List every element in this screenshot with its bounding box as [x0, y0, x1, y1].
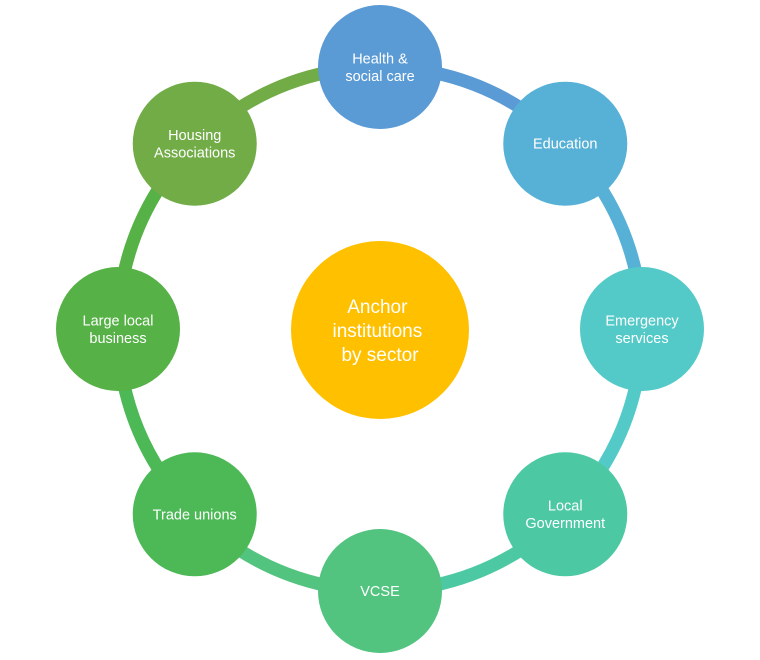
node-label-line: social care [345, 69, 414, 85]
center-node: Anchor institutions by sector [291, 241, 469, 419]
center-label-line-3: by sector [341, 345, 419, 366]
ring-arc-trade-unions [117, 380, 167, 477]
node-education: Education [503, 81, 628, 206]
node-vcse: VCSE [318, 529, 442, 653]
node-circle-vcse [318, 529, 442, 653]
node-label-line: Local [548, 499, 583, 515]
node-label-line: Government [525, 516, 605, 532]
node-circle-local-government [503, 452, 628, 577]
node-label-line: Health & [352, 51, 408, 67]
node-trade-unions: Trade unions [132, 452, 257, 577]
node-label-vcse: VCSE [360, 584, 400, 600]
ring-arc-vcse [232, 542, 329, 592]
node-label-line: Emergency [605, 313, 679, 329]
node-large-local-business: Large local business [56, 267, 180, 391]
node-circle-housing-associations [132, 81, 257, 206]
node-label-line: services [615, 331, 668, 347]
node-label-health-social-care: Health & social care [345, 51, 414, 85]
node-circle-education [503, 81, 628, 206]
ring-arc-health-social-care [431, 66, 528, 116]
node-label-education: Education [533, 137, 598, 153]
center-label-line-1: Anchor [347, 297, 408, 318]
node-circle-large-local-business [56, 267, 180, 391]
node-label-line: Housing [168, 128, 221, 144]
node-circle-emergency-services [580, 267, 704, 391]
node-label-large-local-business: Large local business [83, 313, 154, 347]
node-emergency-services: Emergency services [580, 267, 704, 391]
ring-arc-emergency-services [593, 380, 643, 477]
ring-arc-local-government [431, 542, 528, 592]
node-circle-trade-unions [132, 452, 257, 577]
node-label-line: Education [533, 137, 598, 153]
center-label: Anchor institutions by sector [332, 297, 427, 366]
node-circle-health-social-care [318, 5, 442, 129]
center-circle [291, 241, 469, 419]
ring-arc-large-local-business [117, 181, 167, 278]
node-label-line: Large local [83, 313, 154, 329]
center-label-line-2: institutions [332, 321, 422, 342]
node-label-trade-unions: Trade unions [153, 507, 237, 523]
node-label-line: VCSE [360, 584, 400, 600]
node-label-emergency-services: Emergency services [605, 313, 679, 347]
ring-arc-education [593, 181, 643, 278]
node-health-social-care: Health & social care [318, 5, 442, 129]
node-label-line: business [89, 331, 146, 347]
ring-arc-housing-associations [232, 66, 329, 116]
node-label-line: Associations [154, 145, 235, 161]
node-label-line: Trade unions [153, 507, 237, 523]
